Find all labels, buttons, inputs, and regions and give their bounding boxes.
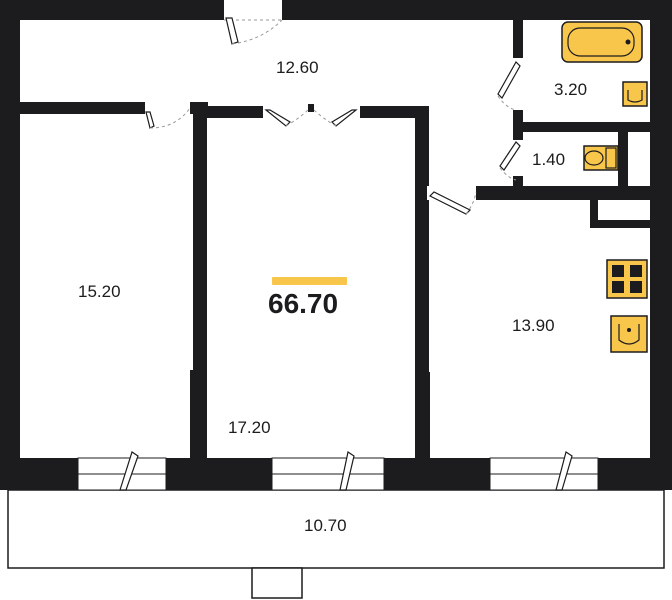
bathroom-area-label: 3.20: [554, 80, 588, 99]
toilet-area-label: 1.40: [532, 150, 566, 169]
living-room-door: [263, 104, 360, 127]
bedroom-door: [145, 102, 191, 129]
outer-walls: [0, 0, 672, 490]
stove-icon: [606, 259, 648, 299]
interior-walls: [0, 16, 656, 472]
total-area-accent: [272, 277, 347, 285]
total-area-label: 66.70: [268, 288, 339, 319]
bedroom-area-label: 15.20: [78, 282, 121, 301]
toilet-icon: [583, 145, 619, 171]
hall-area-label: 12.60: [276, 58, 319, 77]
bathroom-door: [497, 58, 523, 111]
living-room-area-label: 17.20: [228, 418, 271, 437]
entrance-door: [224, 0, 283, 45]
balcony-area-label: 10.70: [304, 516, 347, 535]
kitchen-door: [427, 186, 477, 215]
kitchen-sink-icon: [610, 315, 648, 353]
bathtub-icon: [561, 21, 643, 63]
kitchen-area-label: 13.90: [512, 316, 555, 335]
toilet-door: [499, 140, 523, 181]
balcony-exit: [251, 567, 303, 599]
balcony-outline: [7, 489, 665, 569]
sink-icon: [622, 81, 648, 107]
windows: [77, 451, 599, 491]
